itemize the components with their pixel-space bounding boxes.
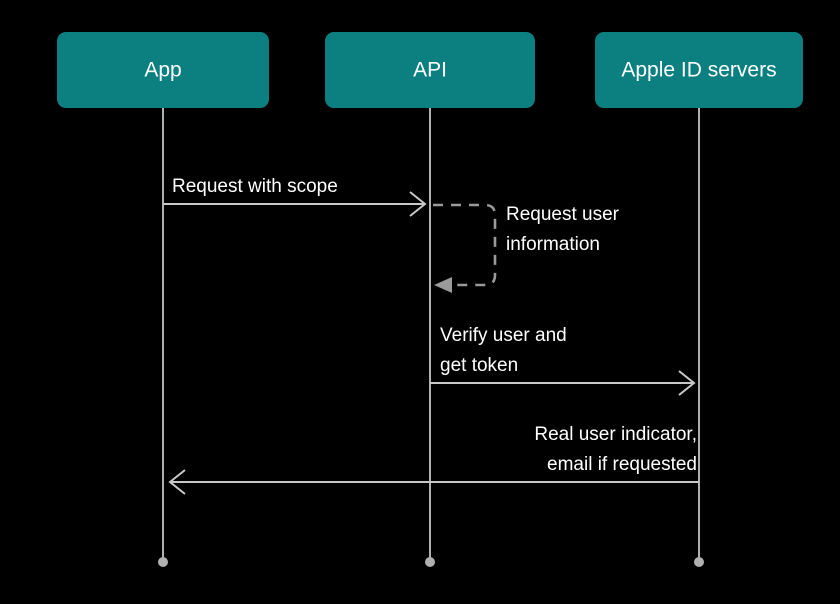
message-label-request-with-scope: Request with scope	[172, 176, 338, 197]
lifeline-end-dot-app	[158, 557, 168, 567]
participant-api[interactable]: API	[325, 32, 535, 108]
message-label-request-user-information-line2: information	[506, 234, 600, 255]
participant-label-app: App	[144, 59, 181, 82]
message-label-real-user-indicator-line1: Real user indicator,	[534, 424, 697, 445]
lifeline-end-dot-appleid	[694, 557, 704, 567]
participant-box-api[interactable]	[325, 32, 535, 108]
message-arrowhead-real-user-indicator	[168, 469, 186, 495]
participant-label-api: API	[413, 59, 447, 82]
participant-box-appleid[interactable]	[595, 32, 803, 108]
message-arrowhead-request-user-information	[434, 277, 452, 293]
message-label-real-user-indicator-line2: email if requested	[547, 454, 697, 475]
participant-box-app[interactable]	[57, 32, 269, 108]
message-arrowhead-request-with-scope	[409, 191, 427, 217]
participant-appleid[interactable]: Apple ID servers	[595, 32, 803, 108]
message-real-user-indicator: Real user indicator, email if requested	[168, 424, 699, 495]
message-label-request-user-information-line1: Request user	[506, 204, 620, 225]
message-label-verify-user-and-get-token-line1: Verify user and	[440, 325, 567, 346]
participant-app[interactable]: App	[57, 32, 269, 108]
message-verify-user-and-get-token: Verify user and get token	[430, 325, 696, 396]
message-label-verify-user-and-get-token-line2: get token	[440, 355, 518, 376]
lifeline-end-dot-api	[425, 557, 435, 567]
participant-label-appleid: Apple ID servers	[621, 59, 776, 82]
message-selfloop-path-request-user-information	[433, 203, 497, 287]
message-request-with-scope: Request with scope	[163, 176, 427, 217]
message-arrowhead-verify-user-and-get-token	[678, 370, 696, 396]
message-request-user-information: Request user information	[433, 203, 620, 293]
